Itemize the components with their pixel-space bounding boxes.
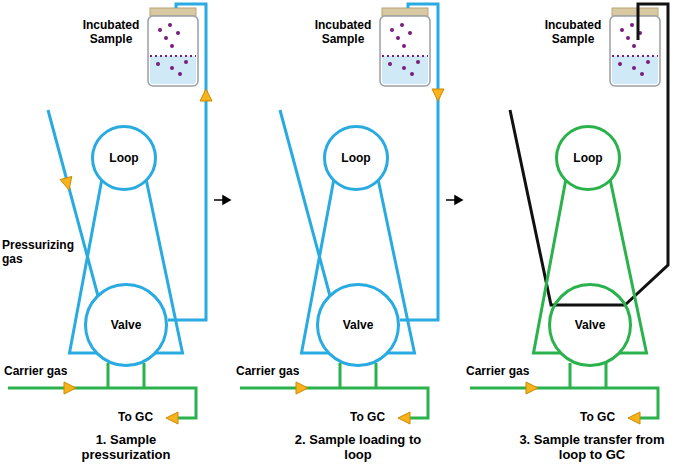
step-arrow bbox=[214, 196, 462, 204]
gas-label: Pressurizing gas bbox=[2, 238, 78, 266]
node-text: Loop bbox=[573, 151, 602, 165]
loop-circle: Loop bbox=[555, 125, 621, 191]
panel-two bbox=[240, 4, 444, 424]
valve-circle: Valve bbox=[316, 283, 400, 367]
valve-circle: Valve bbox=[84, 283, 168, 367]
step-caption: 3. Sample transfer from loop to GC bbox=[518, 432, 666, 462]
sample-label: Incubated Sample bbox=[76, 18, 146, 46]
sample-label: Incubated Sample bbox=[308, 18, 378, 46]
tubing-connector bbox=[146, 180, 182, 353]
loop-circle: Loop bbox=[91, 125, 157, 191]
step-caption: 1. Sample pressurization bbox=[66, 432, 186, 462]
gas-label: Carrier gas bbox=[236, 364, 299, 378]
node-text: Valve bbox=[575, 318, 606, 332]
node-text: Valve bbox=[111, 318, 142, 332]
tubing-connector bbox=[378, 180, 414, 353]
outlet-label: To GC bbox=[580, 410, 615, 424]
step-caption: 2. Sample loading to loop bbox=[293, 432, 423, 462]
sample-label: Incubated Sample bbox=[538, 18, 608, 46]
outlet-label: To GC bbox=[350, 410, 385, 424]
node-text: Loop bbox=[109, 151, 138, 165]
panel-one bbox=[8, 4, 212, 424]
gas-label: Carrier gas bbox=[4, 364, 67, 378]
panel-three bbox=[470, 4, 668, 424]
valve-circle: Valve bbox=[548, 283, 632, 367]
loop-circle: Loop bbox=[323, 125, 389, 191]
gas-label: Carrier gas bbox=[466, 364, 529, 378]
node-text: Valve bbox=[343, 318, 374, 332]
outlet-label: To GC bbox=[118, 410, 153, 424]
tubing-connector bbox=[610, 180, 646, 353]
node-text: Loop bbox=[341, 151, 370, 165]
